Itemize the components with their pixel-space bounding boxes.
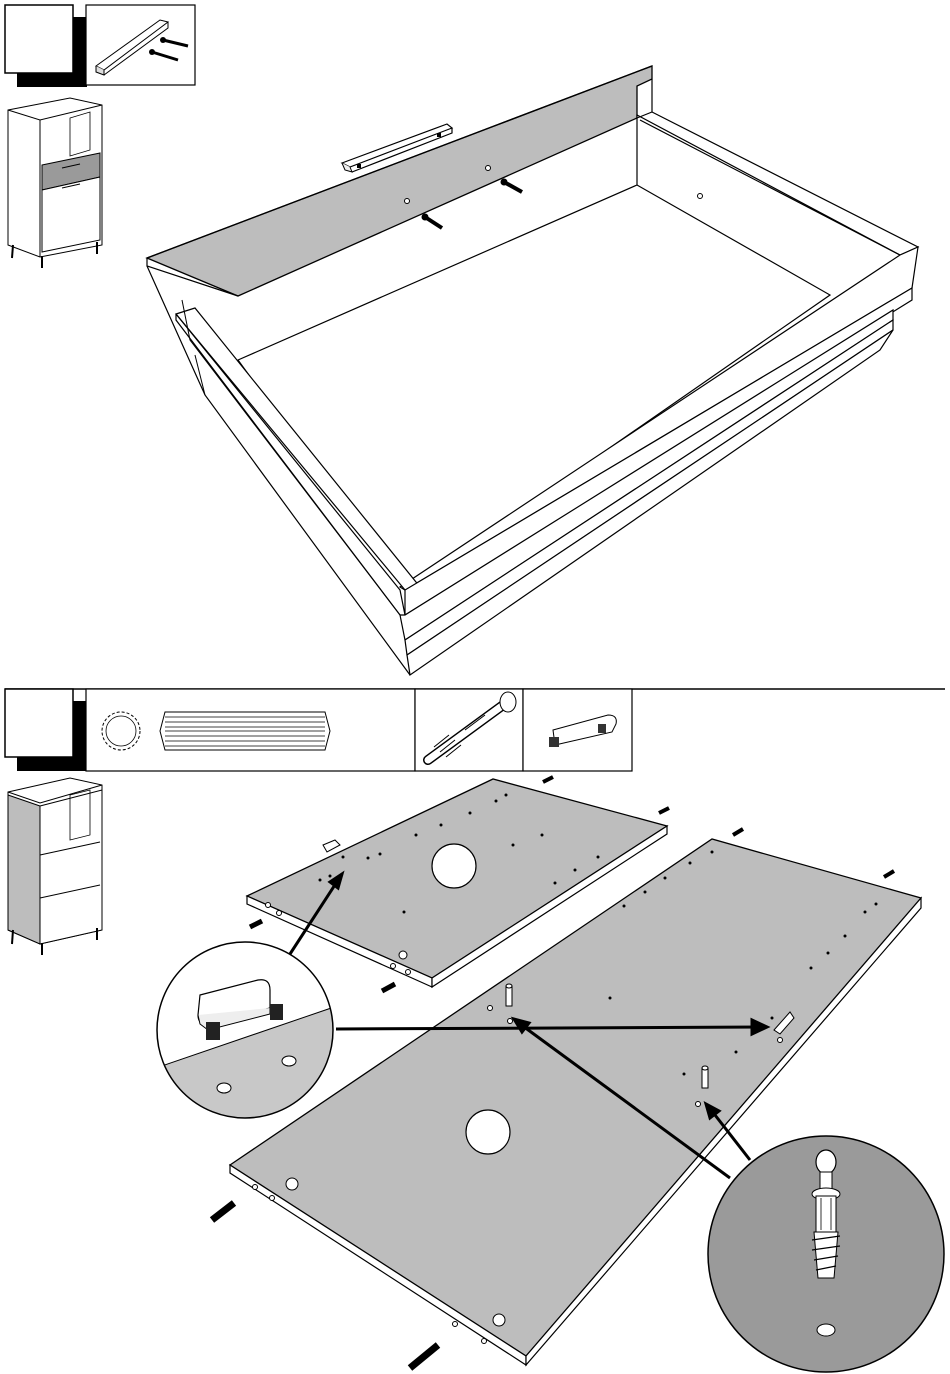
- shelf-support-detail: [150, 942, 340, 1130]
- cam-bolt-icon: [702, 1066, 708, 1088]
- drawer-with-handle-attachment: [147, 66, 918, 675]
- cabinet-shelves-highlight-icon: [8, 778, 102, 955]
- step-number-box-b: [5, 689, 87, 771]
- step-number-box-a: [5, 5, 87, 87]
- screw-icon: [501, 179, 523, 193]
- cabinet-drawer-highlight-icon: [8, 98, 102, 268]
- hardware-parts-box-a: [86, 5, 195, 85]
- hardware-parts-box-b: [86, 689, 632, 771]
- cam-bolt-detail: [708, 1136, 944, 1372]
- screw-icon: [422, 214, 443, 229]
- cam-bolt-icon: [506, 984, 512, 1006]
